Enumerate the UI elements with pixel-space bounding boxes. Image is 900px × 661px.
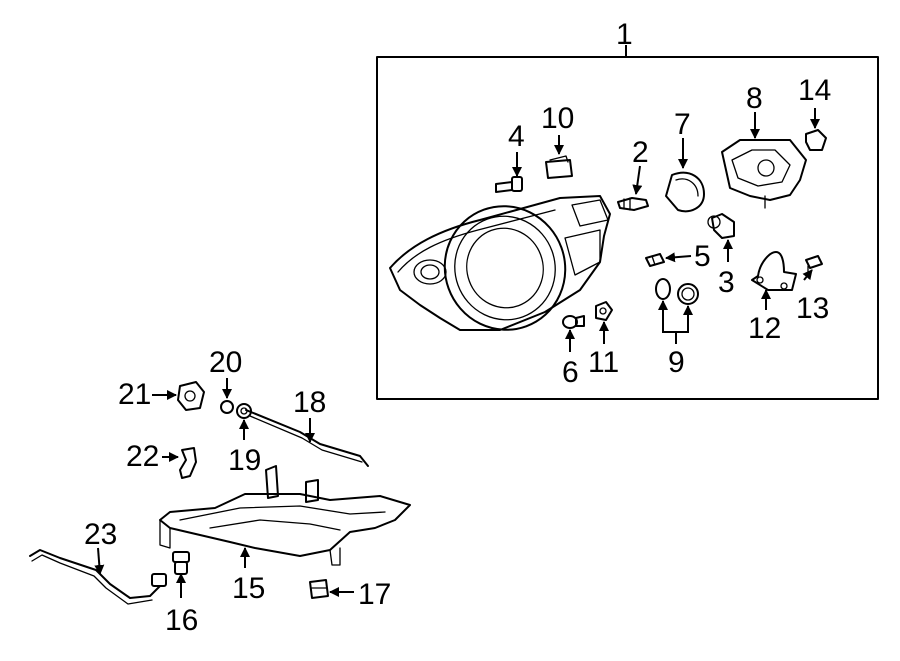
bulb-11[interactable] bbox=[595, 301, 613, 321]
cap-9[interactable] bbox=[677, 283, 699, 305]
rod-18[interactable] bbox=[245, 409, 369, 467]
bulb-6[interactable] bbox=[562, 315, 585, 329]
clip-14[interactable] bbox=[805, 129, 827, 151]
headlamp-housing[interactable] bbox=[389, 189, 611, 347]
leader-lines bbox=[94, 108, 820, 598]
socket-10[interactable] bbox=[545, 155, 573, 179]
bulb-2[interactable] bbox=[617, 197, 649, 211]
callout-8: 8 bbox=[746, 82, 763, 115]
retainer-7[interactable] bbox=[665, 171, 705, 213]
callout-1: 1 bbox=[616, 18, 633, 51]
callout-9: 9 bbox=[668, 346, 685, 379]
bushing-21[interactable] bbox=[177, 381, 205, 411]
callout-14: 14 bbox=[798, 74, 831, 107]
callout-21: 21 bbox=[118, 378, 151, 411]
callout-20: 20 bbox=[209, 346, 242, 379]
callout-19: 19 bbox=[228, 444, 261, 477]
callout-3: 3 bbox=[718, 266, 735, 299]
callout-12: 12 bbox=[748, 312, 781, 345]
callout-labels: 1 2 3 4 5 6 7 8 9 10 11 12 13 14 15 16 1… bbox=[84, 18, 831, 637]
callout-6: 6 bbox=[562, 356, 579, 389]
callout-7: 7 bbox=[674, 108, 691, 141]
cover-8[interactable] bbox=[721, 139, 807, 209]
callout-2: 2 bbox=[632, 136, 649, 169]
screw-13[interactable] bbox=[805, 255, 823, 273]
callout-23: 23 bbox=[84, 518, 117, 551]
callout-13: 13 bbox=[796, 292, 829, 325]
actuator-12[interactable] bbox=[751, 251, 797, 291]
headlamp-assembly-box bbox=[376, 45, 879, 400]
bushing-19[interactable] bbox=[236, 403, 252, 419]
grommet-16[interactable] bbox=[172, 551, 190, 575]
bulb-3[interactable] bbox=[707, 213, 735, 239]
mounting-bracket-15[interactable] bbox=[159, 465, 411, 566]
callout-5: 5 bbox=[694, 240, 711, 273]
sensor-cable-23[interactable] bbox=[29, 549, 167, 605]
callout-16: 16 bbox=[165, 604, 198, 637]
seal-9[interactable] bbox=[655, 278, 671, 300]
callout-10: 10 bbox=[541, 102, 574, 135]
socket-5[interactable] bbox=[645, 253, 665, 267]
callout-22: 22 bbox=[126, 440, 159, 473]
callout-11: 11 bbox=[588, 346, 619, 379]
screw-4[interactable] bbox=[495, 176, 523, 193]
bracket-22[interactable] bbox=[179, 447, 197, 479]
callout-18: 18 bbox=[293, 386, 326, 419]
callout-4: 4 bbox=[508, 120, 525, 153]
callout-15: 15 bbox=[232, 572, 265, 605]
bushing-20[interactable] bbox=[220, 400, 234, 414]
callout-17: 17 bbox=[358, 578, 391, 611]
grommet-17[interactable] bbox=[309, 579, 329, 599]
